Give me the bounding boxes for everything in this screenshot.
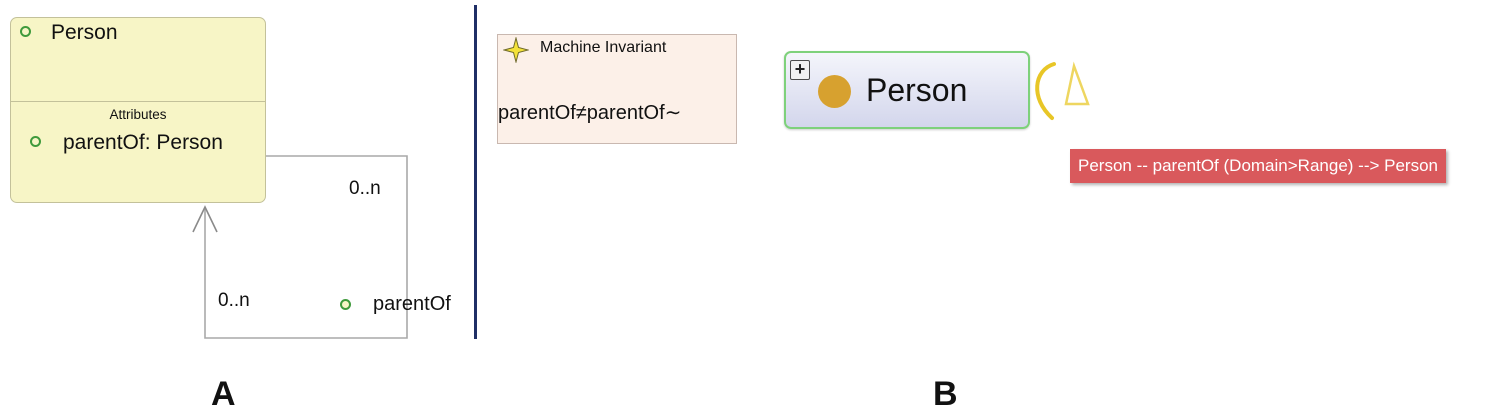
association-role-label: parentOf xyxy=(373,293,451,315)
association-arrowhead xyxy=(192,205,218,233)
invariant-expression: parentOf≠parentOf∼ xyxy=(498,102,682,124)
class-icon xyxy=(20,26,31,37)
association-line xyxy=(204,155,408,339)
panel-separator xyxy=(474,5,477,339)
attribute-row[interactable]: parentOf: Person xyxy=(63,131,223,154)
association-role-icon xyxy=(340,299,351,310)
self-loop-icon xyxy=(1035,61,1090,120)
edge-tooltip: Person -- parentOf (Domain>Range) --> Pe… xyxy=(1070,149,1446,183)
machine-invariant-box[interactable] xyxy=(497,34,737,144)
association-connector xyxy=(192,155,408,339)
panel-label-b: B xyxy=(933,375,958,413)
expand-button[interactable]: + xyxy=(790,60,810,80)
node-label: Person xyxy=(866,72,968,108)
person-class-box[interactable] xyxy=(10,17,266,203)
attributes-header: Attributes xyxy=(109,107,167,122)
class-compartment-divider xyxy=(10,101,266,102)
multiplicity-target: 0..n xyxy=(218,290,250,311)
invariant-star-icon xyxy=(503,37,529,63)
panel-label-a: A xyxy=(211,375,236,413)
invariant-title: Machine Invariant xyxy=(540,39,667,56)
attribute-icon xyxy=(30,136,41,147)
class-circle-icon xyxy=(818,75,851,108)
multiplicity-source: 0..n xyxy=(349,178,381,199)
class-name: Person xyxy=(51,21,118,44)
